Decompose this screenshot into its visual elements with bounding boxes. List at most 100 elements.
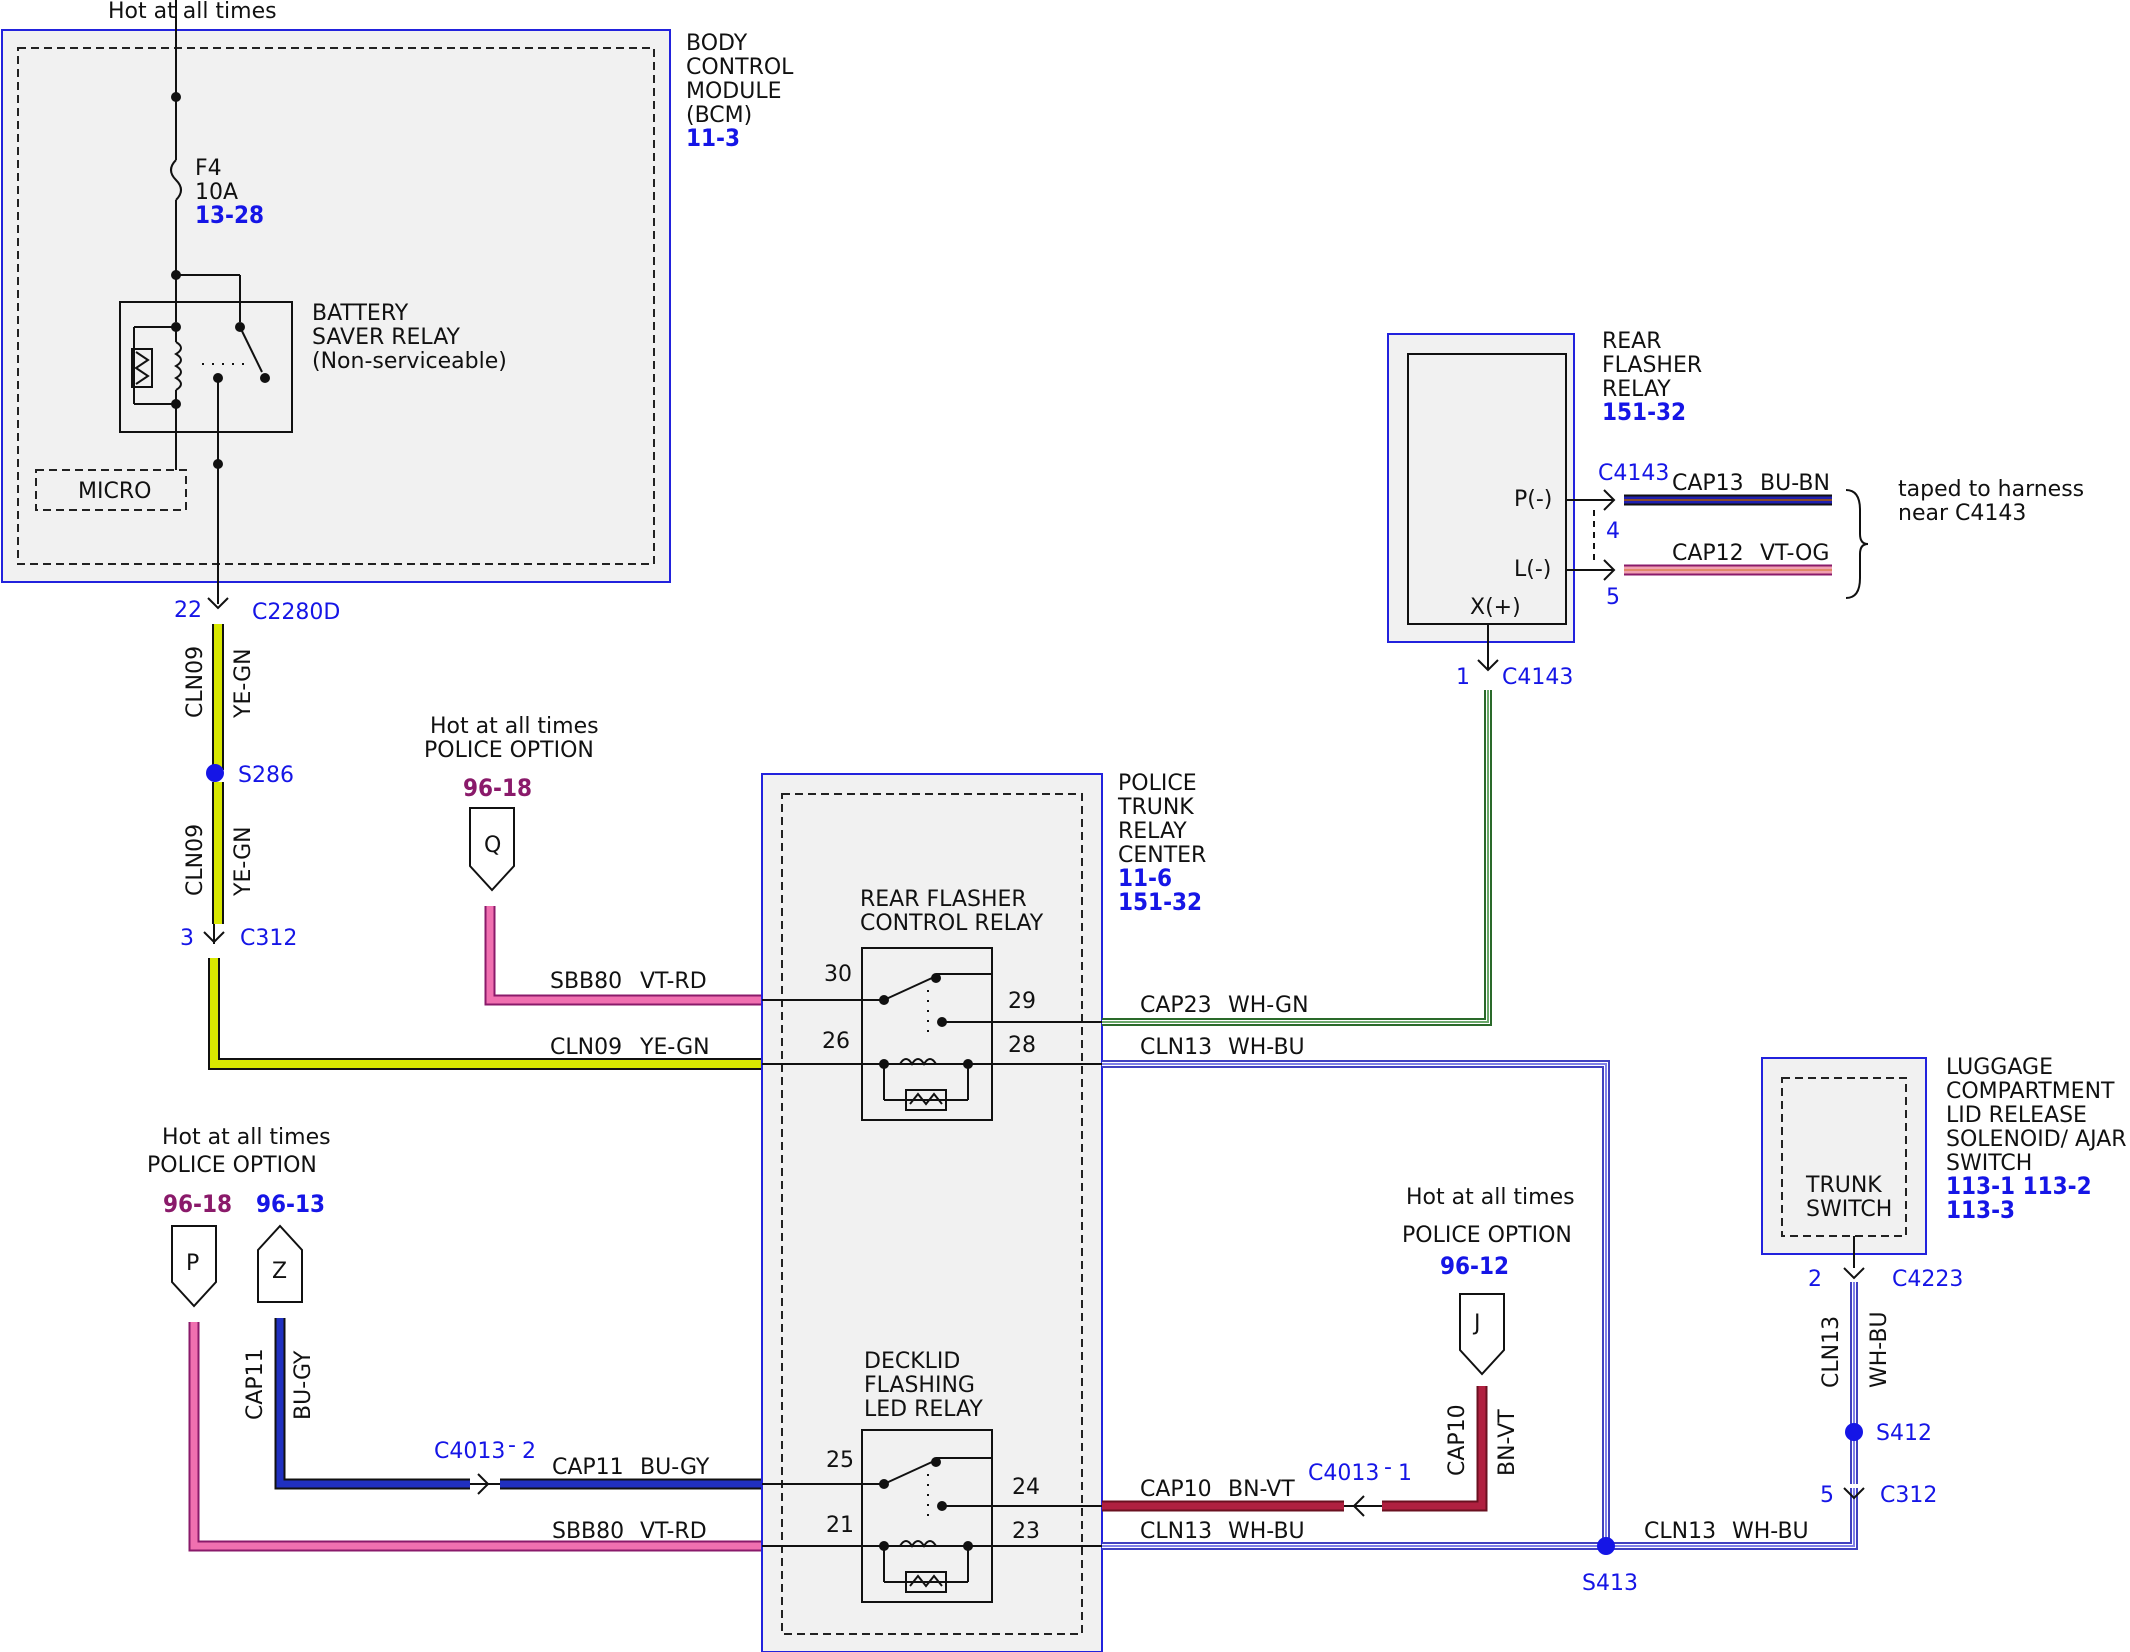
splice-s413[interactable] <box>1597 1537 1615 1555</box>
wire-cln13-top[interactable]: CLN13 WH-BU <box>1102 1035 1610 1546</box>
power-source-p[interactable]: Hot at all times POLICE OPTION 96-18 P <box>147 1125 331 1308</box>
luggage-refs-1[interactable]: 113-1 113-2 <box>1946 1172 2092 1200</box>
connector-c4013-1[interactable]: C4013 - 1 <box>1308 1455 1412 1517</box>
resistor-icon <box>905 1089 947 1111</box>
taped-line-2: near C4143 <box>1898 501 2026 526</box>
c4143-bottom-name: C4143 <box>1502 665 1573 690</box>
relay2-name-2: FLASHING <box>864 1373 975 1398</box>
connector-c4143-top[interactable]: C4143 4 5 <box>1593 461 1669 610</box>
power-source-z[interactable]: 96-13 Z <box>256 1190 325 1303</box>
cln13-vert-color: WH-BU <box>1867 1311 1892 1388</box>
police-trunk-relay-center: POLICE TRUNK RELAY CENTER 11-6 151-32 RE… <box>761 771 1206 1652</box>
connector-c4223[interactable]: 2 C4223 <box>1808 1267 1963 1292</box>
c4013-2-name: C4013 <box>434 1439 505 1464</box>
wire-cln13-bottom[interactable]: CLN13 WH-BU CLN13 WH-BU <box>1102 1488 1858 1550</box>
wire-cap10[interactable]: CAP10 BN-VT CAP10 BN-VT <box>1102 1386 1520 1512</box>
wire-cap11[interactable]: CAP11 BU-GY CAP11 BU-GY <box>243 1318 762 1490</box>
trunk-switch-1: TRUNK <box>1805 1173 1882 1198</box>
fuse-ref[interactable]: 13-28 <box>195 201 264 229</box>
svg-text:-: - <box>508 1433 516 1458</box>
relay-name-3: (Non-serviceable) <box>312 349 507 374</box>
cap13-color: BU-BN <box>1760 471 1830 496</box>
power-q-hot: Hot at all times <box>430 714 599 739</box>
wire-sbb80-bottom[interactable]: SBB80 VT-RD <box>188 1322 762 1552</box>
decklid-flashing-led-relay <box>861 1429 993 1603</box>
ptrc-name-4: CENTER <box>1118 843 1206 868</box>
power-q-ref[interactable]: 96-18 <box>463 774 532 802</box>
cap10-vert-circuit: CAP10 <box>1445 1404 1470 1476</box>
ptrc-name-2: TRUNK <box>1117 795 1194 820</box>
relay1-pin29: 29 <box>1008 989 1036 1014</box>
cap10-horiz-color: BN-VT <box>1228 1477 1295 1502</box>
connector-c4143-bottom[interactable]: 1 C4143 <box>1456 659 1573 690</box>
cap11-horiz-color: BU-GY <box>640 1455 710 1480</box>
wire-cap12[interactable]: CAP12 VT-OG <box>1624 541 1832 576</box>
power-connector-icon <box>469 807 515 892</box>
power-j-hot: Hot at all times <box>1406 1185 1575 1210</box>
cln09-mid-circuit: CLN09 <box>183 824 208 896</box>
connector-c312-bottom[interactable]: 5 C312 <box>1820 1483 1937 1508</box>
sbb80-bottom-color: VT-RD <box>640 1519 707 1544</box>
fuse-icon <box>170 159 182 201</box>
power-connector-icon <box>171 1225 217 1308</box>
rear-flasher-ref[interactable]: 151-32 <box>1602 398 1686 426</box>
connector-arrow-icon <box>1603 559 1616 581</box>
splice-s286-label: S286 <box>238 763 294 788</box>
c4143-top-name: C4143 <box>1598 461 1669 486</box>
ptrc-ref-1[interactable]: 11-6 <box>1118 864 1172 892</box>
wire-cln13-vert[interactable]: CLN13 WH-BU <box>1819 1282 1892 1484</box>
power-connector-icon <box>1459 1293 1505 1376</box>
wire-cap13[interactable]: CAP13 BU-BN <box>1624 471 1832 506</box>
rear-flasher-name-3: RELAY <box>1602 377 1671 402</box>
luggage-refs-2[interactable]: 113-3 <box>1946 1196 2015 1224</box>
relay1-name-1: REAR FLASHER <box>860 887 1027 912</box>
bcm-module: Hot at all times BODY CONTROL MODULE (BC… <box>1 0 794 604</box>
luggage-compartment-module: TRUNK SWITCH LUGGAGE COMPARTMENT LID REL… <box>1761 1055 2127 1268</box>
ptrc-name-3: RELAY <box>1118 819 1187 844</box>
power-connector-icon <box>257 1224 303 1303</box>
connector-arrow-icon <box>1843 1487 1865 1500</box>
cln13-vert-circuit: CLN13 <box>1819 1316 1844 1388</box>
cap23-circuit: CAP23 <box>1140 993 1212 1018</box>
connector-c2280d[interactable]: 22 C2280D <box>174 597 340 625</box>
connector-c312-top[interactable]: 3 C312 <box>180 924 297 951</box>
ptrc-name-1: POLICE <box>1118 771 1197 796</box>
cap12-color: VT-OG <box>1760 541 1829 566</box>
c4223-pin: 2 <box>1808 1267 1822 1292</box>
cln13-bottom-circuit: CLN13 <box>1140 1519 1212 1544</box>
relay2-pin25: 25 <box>826 1448 854 1473</box>
splice-s286[interactable] <box>206 764 224 782</box>
power-z-ref[interactable]: 96-13 <box>256 1190 325 1218</box>
cap23-color: WH-GN <box>1228 993 1309 1018</box>
c312-bottom-name: C312 <box>1880 1483 1937 1508</box>
wire-cln09-mid[interactable]: CLN09 YE-GN <box>183 782 256 924</box>
bcm-ref[interactable]: 11-3 <box>686 124 740 152</box>
cln09-bottom-circuit: CLN09 <box>550 1035 622 1060</box>
connector-arrow-icon <box>1477 659 1499 672</box>
power-p-ref[interactable]: 96-18 <box>163 1190 232 1218</box>
connector-c4013-2[interactable]: C4013 2 - <box>434 1433 536 1495</box>
pin-x-label: X(+) <box>1470 595 1521 620</box>
splice-s412[interactable] <box>1845 1423 1863 1441</box>
ptrc-ref-2[interactable]: 151-32 <box>1118 888 1202 916</box>
power-j-ref[interactable]: 96-12 <box>1440 1252 1509 1280</box>
c312-top-name: C312 <box>240 926 297 951</box>
power-source-j[interactable]: Hot at all times POLICE OPTION 96-12 J <box>1402 1185 1575 1376</box>
c4143-bottom-pin: 1 <box>1456 665 1470 690</box>
pin4-label: 4 <box>1606 519 1620 544</box>
wire-cap23[interactable]: CAP23 WH-GN <box>1102 690 1492 1026</box>
taped-line-1: taped to harness <box>1898 477 2084 502</box>
c4013-2-pin: 2 <box>522 1439 536 1464</box>
relay2-name-1: DECKLID <box>864 1349 960 1374</box>
wire-sbb80-top[interactable]: SBB80 VT-RD <box>484 906 762 1006</box>
relay1-pin30: 30 <box>824 962 852 987</box>
rear-flasher-control-relay <box>861 947 993 1121</box>
wire-cln09-top[interactable]: CLN09 YE-GN <box>183 624 256 770</box>
micro-label: MICRO <box>78 479 151 504</box>
power-p-hot: Hot at all times <box>162 1125 331 1150</box>
c2280d-name: C2280D <box>252 600 340 625</box>
power-source-q[interactable]: Hot at all times POLICE OPTION 96-18 Q <box>424 714 599 892</box>
cln09-mid-color: YE-GN <box>231 826 256 897</box>
relay-name-2: SAVER RELAY <box>312 325 461 350</box>
wire-cln09-bottom[interactable]: CLN09 YE-GN <box>208 958 762 1070</box>
